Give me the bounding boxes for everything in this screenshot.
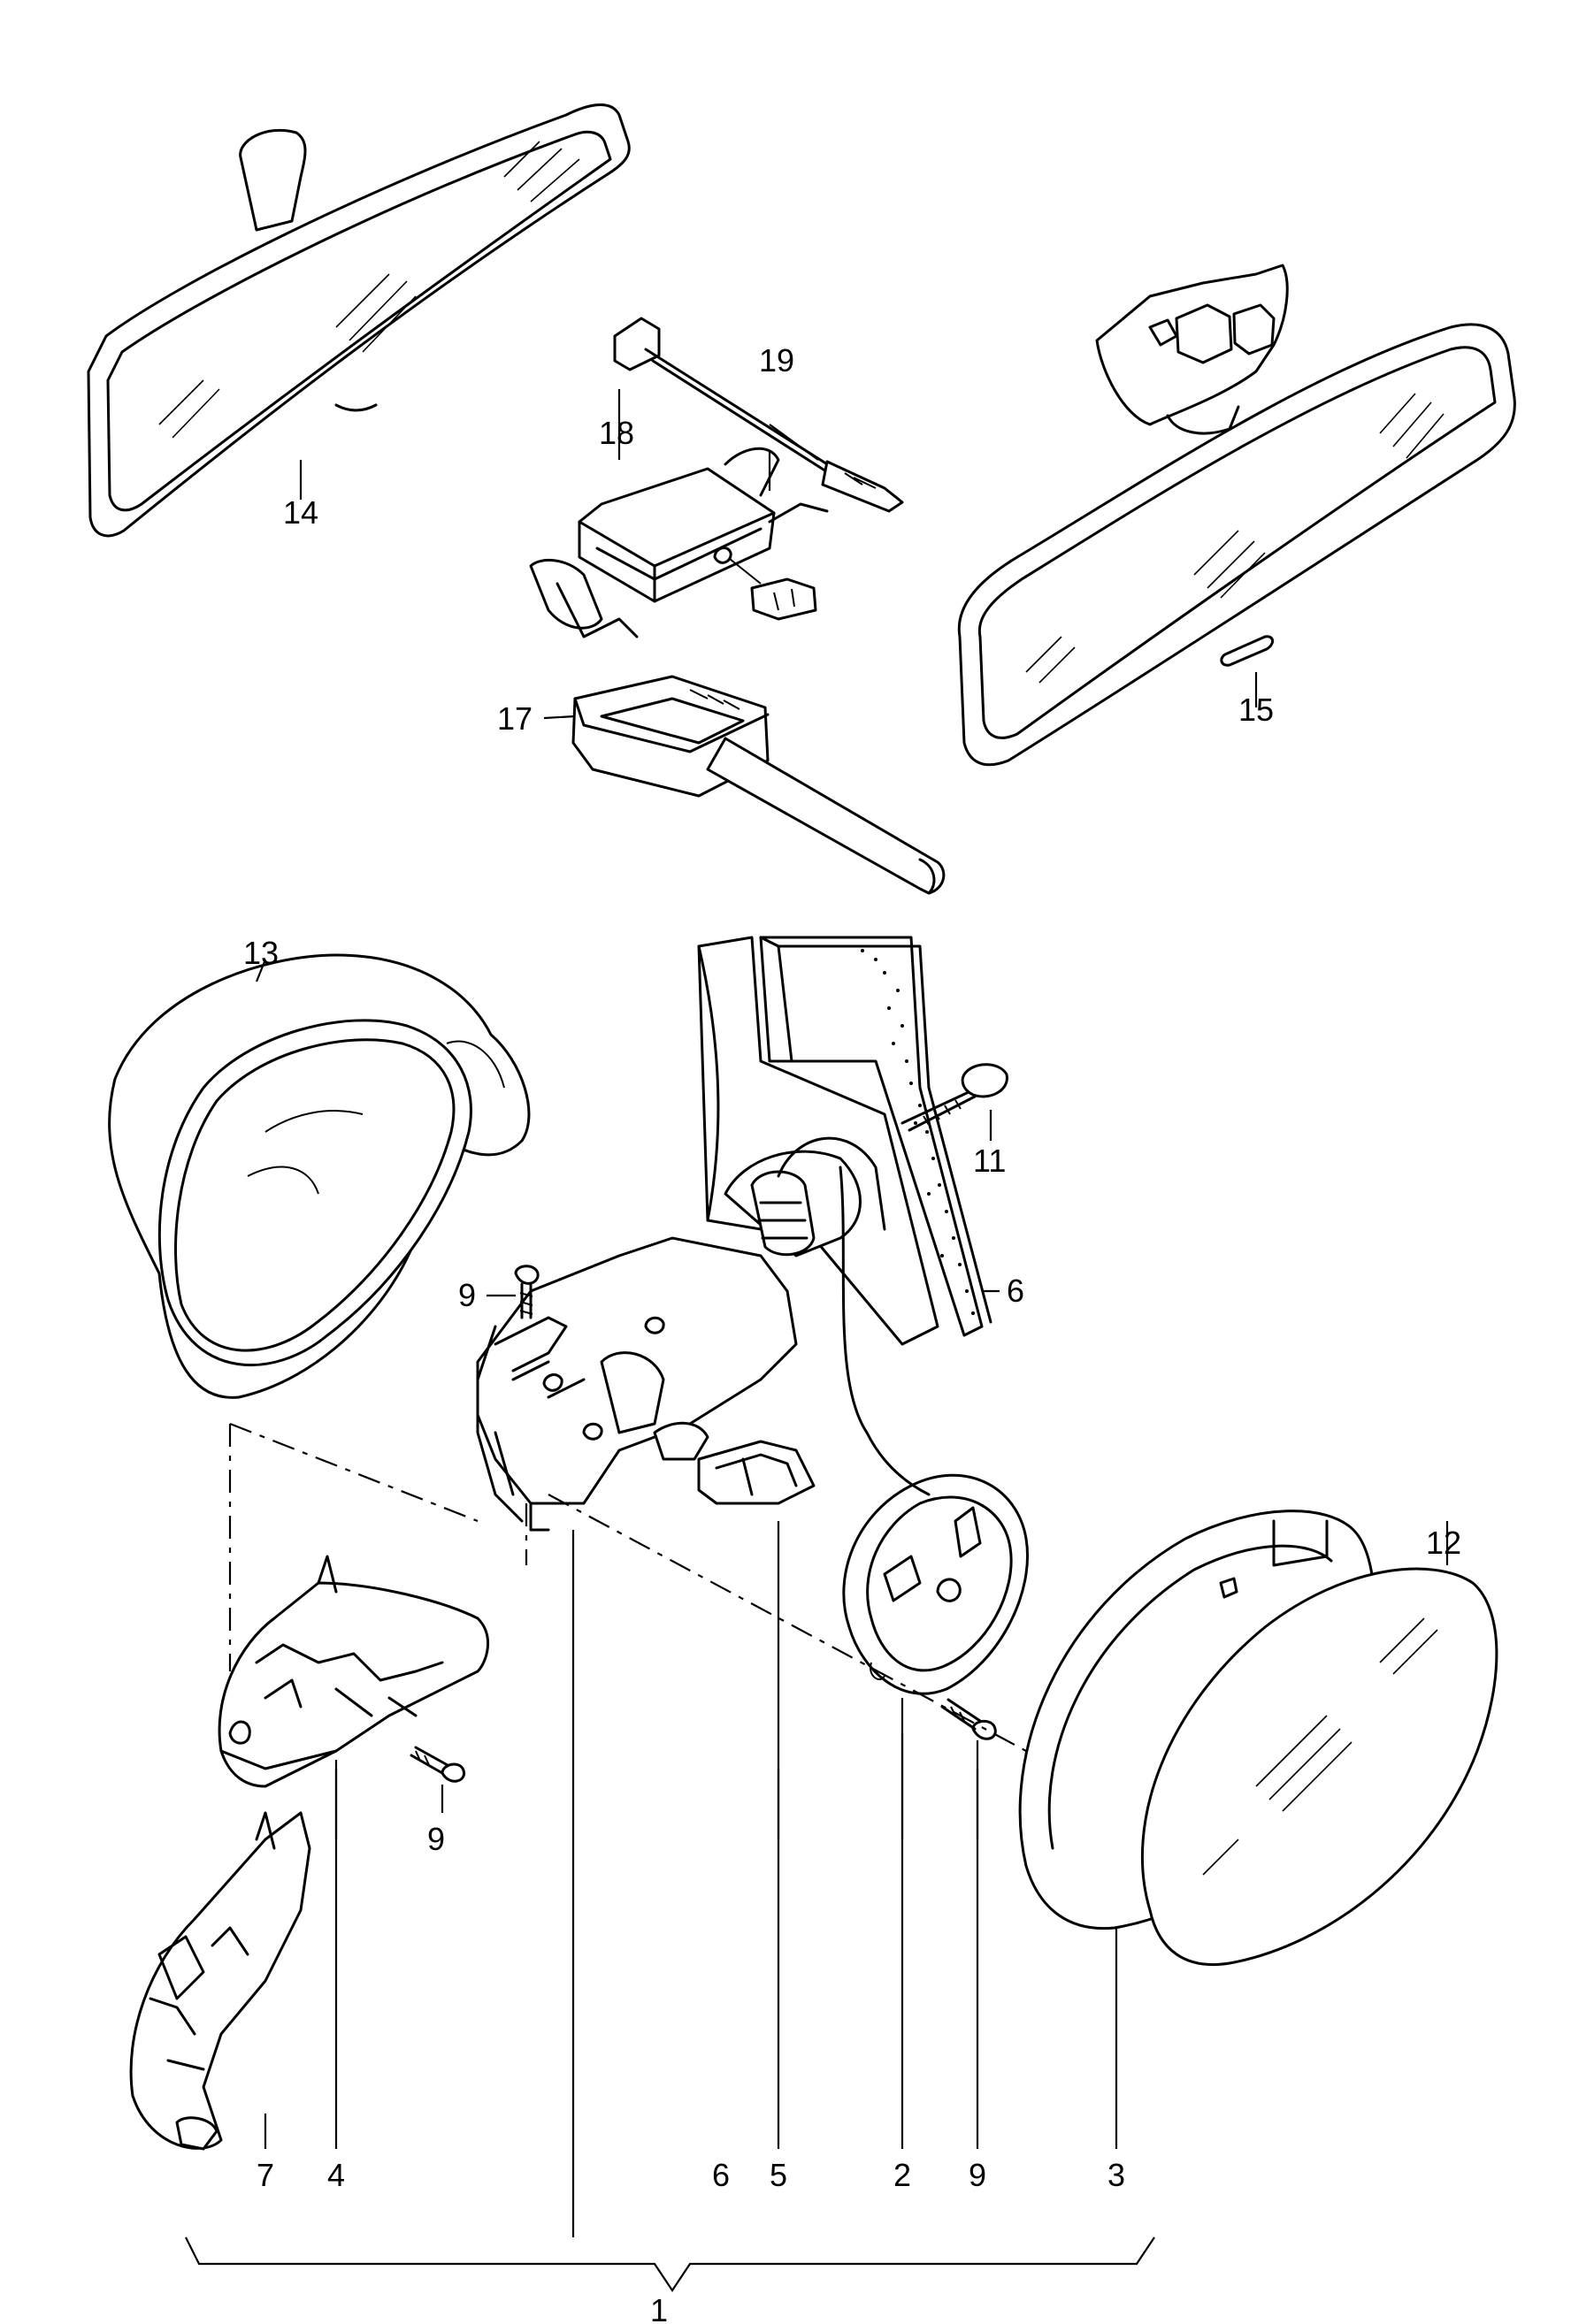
callout-4: 4 xyxy=(327,2157,345,2193)
mirror-mount-cover-17 xyxy=(571,675,946,895)
screw-9-bottom xyxy=(940,1698,997,1740)
callout-15: 15 xyxy=(1238,692,1274,728)
cable-19 xyxy=(613,317,904,513)
screw-9-mid xyxy=(410,1746,465,1783)
callout-19: 19 xyxy=(759,342,794,378)
callout-18: 18 xyxy=(599,415,634,451)
cover-trim-7 xyxy=(129,1811,311,2151)
callout-9-top: 9 xyxy=(458,1277,476,1313)
callout-9-bottom: 9 xyxy=(969,2157,986,2193)
callout-5: 5 xyxy=(770,2157,787,2193)
callout-1: 1 xyxy=(650,2292,668,2324)
callout-6-side: 6 xyxy=(1007,1273,1024,1309)
adjuster-motor-2 xyxy=(839,1166,1029,1695)
callout-9-mid: 9 xyxy=(427,1821,445,1857)
callout-3: 3 xyxy=(1107,2157,1125,2193)
screw-11 xyxy=(900,1063,1008,1132)
assembly-alignment-lines xyxy=(228,1422,1027,1752)
housing-cap-13 xyxy=(108,953,531,1399)
mirror-base-bracket xyxy=(476,1136,886,1532)
mirror-glass-12 xyxy=(1140,1567,1498,1966)
interior-mirror-14 xyxy=(87,103,631,538)
gasket-stipple xyxy=(861,949,975,1315)
lower-housing-4 xyxy=(218,1555,490,1788)
callout-12: 12 xyxy=(1426,1525,1461,1561)
screw-9-top xyxy=(514,1265,540,1319)
callout-17: 17 xyxy=(497,700,533,737)
callout-14: 14 xyxy=(283,494,318,531)
assembly-bracket-1 xyxy=(185,2236,1155,2292)
pad-5 xyxy=(697,1440,816,1505)
callout-6-bottom: 6 xyxy=(712,2157,730,2193)
callout-11: 11 xyxy=(973,1143,1006,1179)
callout-2: 2 xyxy=(893,2157,911,2193)
callout-7: 7 xyxy=(257,2157,274,2193)
callout-13: 13 xyxy=(243,935,279,971)
callout-labels: 14 19 18 17 15 13 11 6 9 12 9 7 4 6 5 2 … xyxy=(243,342,1461,2324)
leader-lines xyxy=(255,389,1449,2237)
interior-mirror-15 xyxy=(957,264,1516,767)
control-module-18 xyxy=(529,447,829,638)
